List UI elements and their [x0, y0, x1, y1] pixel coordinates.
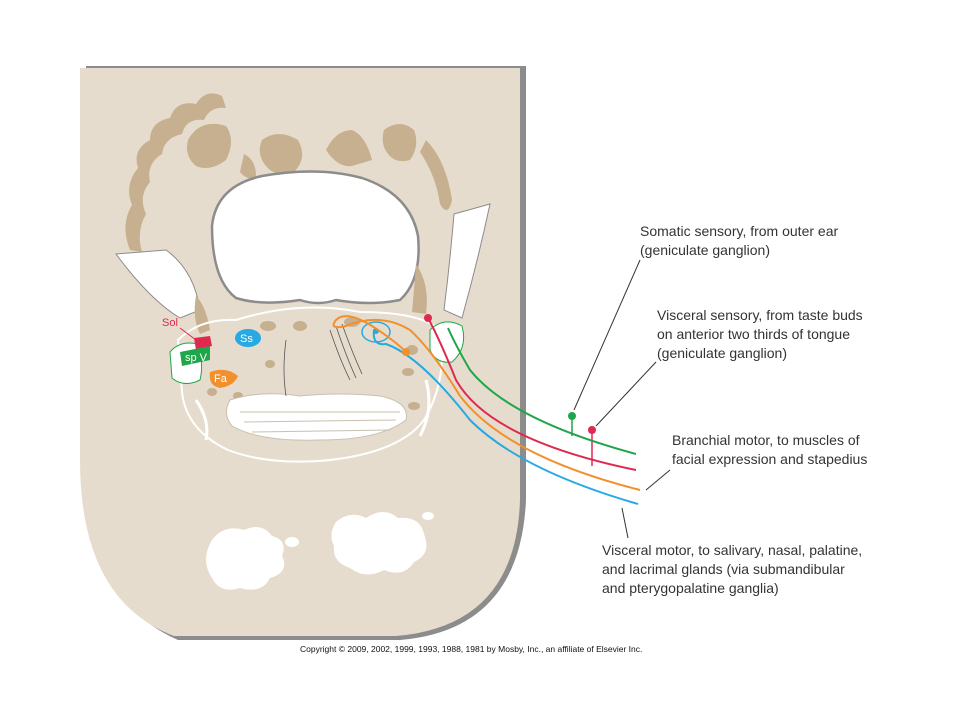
leader-visceral-motor [621, 507, 629, 539]
cerebellar-nucleus-right [382, 124, 417, 162]
cerebellar-band-left [240, 154, 256, 179]
cerebellar-nucleus-left [187, 123, 231, 168]
tan-nucleus [293, 321, 307, 331]
somatic-sensory-pathway [447, 327, 637, 455]
cerebellar-nucleus-center-left [259, 134, 303, 174]
white-matter-tract [226, 393, 407, 441]
cerebellar-band-right [420, 140, 452, 211]
sol-leader-line [179, 327, 197, 341]
white-blob-small [422, 512, 434, 520]
tan-nucleus [207, 388, 217, 396]
facial-motor-nucleus [209, 369, 238, 388]
annotation-visceral-motor: Visceral motor, to salivary, nasal, pala… [602, 542, 863, 596]
right-trigeminal-region [429, 321, 465, 363]
peduncle-right [412, 264, 427, 314]
nucleus-label-ss: Ss [240, 333, 253, 345]
branchial-motor-pathway [332, 315, 641, 491]
annotation-somatic-sensory: Somatic sensory, from outer ear (genicul… [640, 223, 839, 258]
section-background [80, 68, 520, 636]
white-blob-left [206, 527, 285, 590]
copyright-notice: Copyright © 2009, 2002, 1999, 1993, 1988… [300, 644, 643, 654]
nucleus-label-sol: Sol [162, 317, 178, 329]
medial-fiber-left [283, 339, 287, 397]
annotation-branchial-motor: Branchial motor, to muscles of facial ex… [672, 432, 868, 467]
tan-nucleus [265, 360, 275, 368]
peduncle-left [194, 296, 210, 334]
white-matter-fiber [194, 399, 209, 441]
lateral-recess-right [443, 203, 491, 319]
tan-nucleus [408, 402, 420, 410]
leader-visceral-sensory [595, 361, 657, 427]
branchial-motor-cell-body [402, 348, 410, 356]
tan-nucleus [260, 321, 276, 331]
tan-nucleus [402, 368, 414, 376]
nucleus-label-fa: Fa [214, 373, 228, 385]
visceral-motor-pathway [372, 329, 639, 505]
white-matter-tract-lines [240, 411, 400, 433]
lateral-recess-left [115, 249, 201, 319]
white-matter-fiber [418, 379, 431, 437]
medial-fibers [329, 323, 363, 381]
spinal-trigeminal-nucleus [180, 346, 210, 366]
annotation-visceral-sensory: Visceral sensory, from taste buds on ant… [657, 307, 863, 361]
fourth-ventricle [210, 170, 420, 305]
visceral-sensory-ganglion-cell [588, 426, 596, 434]
nucleus-label-spv: sp V [185, 352, 208, 364]
visceral-sensory-pathway [427, 317, 637, 471]
brainstem-outline [176, 306, 443, 463]
white-blob-right [331, 512, 427, 575]
superior-salivatory-nucleus [235, 329, 261, 347]
cerebellar-folia [125, 93, 226, 252]
leader-branchial-motor [645, 469, 671, 491]
white-blob-small [285, 537, 299, 547]
somatic-sensory-ganglion-cell [568, 412, 576, 420]
cerebellar-nucleus-center [326, 130, 372, 167]
leader-somatic-sensory [573, 259, 641, 411]
visceral-motor-origin [361, 321, 391, 343]
visceral-sensory-terminal [424, 314, 432, 322]
